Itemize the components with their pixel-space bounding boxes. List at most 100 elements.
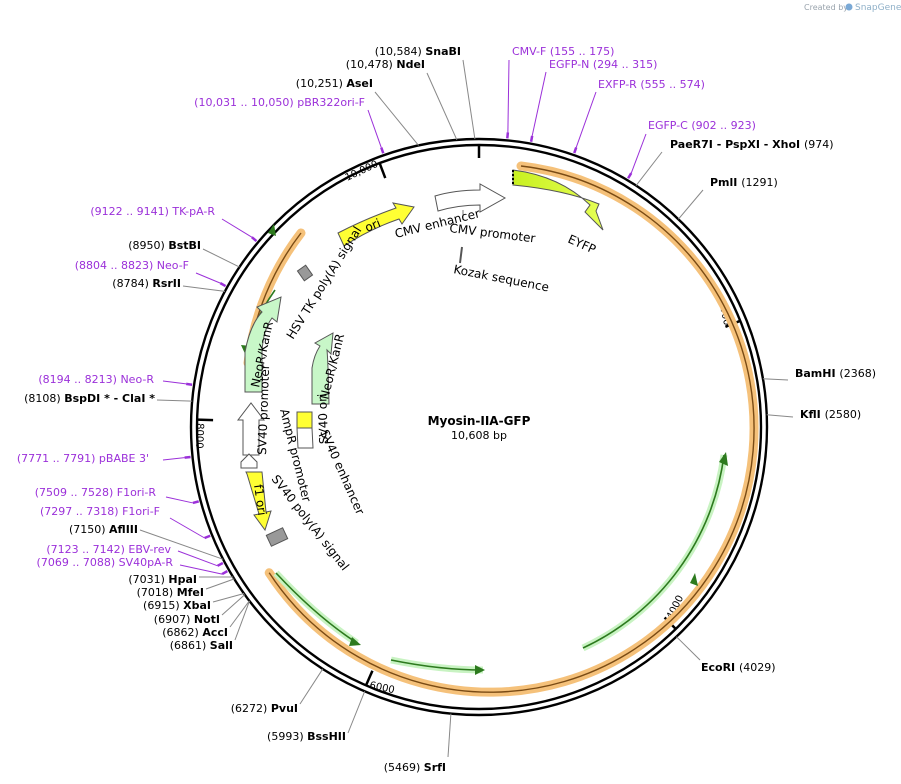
site-label-asei[interactable]: (10,251) AseI bbox=[296, 77, 373, 90]
site-leader-13 bbox=[221, 594, 246, 616]
primer-label-tk-pa-r[interactable]: (9122 .. 9141) TK-pA-R bbox=[90, 205, 215, 218]
primer-label-f1ori-f[interactable]: (7297 .. 7318) F1ori-F bbox=[40, 505, 160, 518]
site-label-noti[interactable]: (6907) NotI bbox=[154, 613, 220, 626]
site-label-pmli[interactable]: PmlI (1291) bbox=[710, 176, 778, 189]
site-label-sali[interactable]: (6861) SalI bbox=[170, 639, 233, 652]
site-label-bamhi[interactable]: BamHI (2368) bbox=[795, 367, 876, 380]
site-label-paer7i[interactable]: PaeR7I - PspXI - XhoI (974) bbox=[670, 138, 834, 151]
primer-range: (902 .. 923) bbox=[691, 119, 756, 132]
primer-mark-4 bbox=[380, 147, 385, 154]
site-name: RsrII bbox=[152, 277, 181, 290]
primer-range: (10,031 .. 10,050) bbox=[194, 96, 297, 109]
primer-label-egfp-n[interactable]: EGFP-N (294 .. 315) bbox=[549, 58, 657, 71]
primer-label-pbabe-3-[interactable]: (7771 .. 7791) pBABE 3' bbox=[17, 452, 149, 465]
primer-range: (555 .. 574) bbox=[640, 78, 705, 91]
neor-kanr-inner-feature[interactable] bbox=[311, 332, 334, 405]
primer-label-neo-r[interactable]: (8194 .. 8213) Neo-R bbox=[38, 373, 154, 386]
primer-label-f1ori-r[interactable]: (7509 .. 7528) F1ori-R bbox=[35, 486, 157, 499]
sv40-polya-feature[interactable] bbox=[265, 527, 289, 547]
site-coord: (6915) bbox=[143, 599, 183, 612]
hsv-tk-polya-feature[interactable] bbox=[296, 264, 314, 282]
insert-arrowhead-3 bbox=[349, 637, 361, 646]
f1-ori-feature[interactable] bbox=[245, 471, 272, 532]
site-name: AccI bbox=[202, 626, 228, 639]
site-name: SnaBI bbox=[425, 45, 461, 58]
site-name: PvuI bbox=[271, 702, 298, 715]
sv40-ori-feature[interactable] bbox=[296, 411, 313, 429]
primer-range: (7509 .. 7528) bbox=[35, 486, 117, 499]
primer-label-exfp-r[interactable]: EXFP-R (555 .. 574) bbox=[598, 78, 705, 91]
site-name: BspDI * - ClaI * bbox=[64, 392, 155, 405]
site-label-snabi[interactable]: (10,584) SnaBI bbox=[375, 45, 461, 58]
primer-label-pbr322ori-f[interactable]: (10,031 .. 10,050) pBR322ori-F bbox=[194, 96, 365, 109]
ori-feature[interactable] bbox=[337, 202, 415, 247]
primer-mark-12 bbox=[221, 570, 228, 576]
primer-name: pBABE 3' bbox=[99, 452, 149, 465]
neor-kanr-outer-feature[interactable] bbox=[244, 296, 282, 393]
cmv-enhancer-feature[interactable] bbox=[434, 183, 507, 213]
primer-name: Neo-F bbox=[157, 259, 189, 272]
site-leader-3 bbox=[635, 151, 663, 186]
credit-brand[interactable]: SnapGene bbox=[855, 3, 901, 13]
primer-label-egfp-c[interactable]: EGFP-C (902 .. 923) bbox=[648, 119, 756, 132]
site-leader-8 bbox=[447, 713, 452, 758]
primer-leader-0 bbox=[507, 59, 510, 133]
primer-range: (7771 .. 7791) bbox=[17, 452, 99, 465]
sv40-enhancer-feature[interactable] bbox=[296, 427, 314, 449]
site-label-hpai[interactable]: (7031) HpaI bbox=[128, 573, 197, 586]
site-name: KflI bbox=[800, 408, 825, 421]
primer-label-cmv-f[interactable]: CMV-F (155 .. 175) bbox=[512, 45, 614, 58]
primer-mark-0 bbox=[506, 132, 510, 139]
feature-label-cmv-promoter: CMV promoter bbox=[449, 221, 537, 245]
primer-name: EXFP-R bbox=[598, 78, 640, 91]
tick-label-8000: 8000 bbox=[193, 423, 205, 449]
site-label-kfli[interactable]: KflI (2580) bbox=[800, 408, 861, 421]
site-coord: (7031) bbox=[128, 573, 168, 586]
site-label-afliii[interactable]: (7150) AflIII bbox=[69, 523, 138, 536]
site-leader-11 bbox=[234, 600, 250, 641]
site-label-xbai[interactable]: (6915) XbaI bbox=[143, 599, 211, 612]
primer-mark-1 bbox=[529, 135, 534, 142]
site-coord: (1291) bbox=[741, 176, 778, 189]
site-leader-12 bbox=[229, 600, 250, 628]
ampr-promoter-feature[interactable] bbox=[240, 453, 258, 469]
tick-mark-6000 bbox=[364, 670, 374, 686]
primer-range: (7297 .. 7318) bbox=[40, 505, 122, 518]
site-label-ecori[interactable]: EcoRI (4029) bbox=[701, 661, 776, 674]
primer-leader-11 bbox=[177, 550, 218, 567]
primer-label-neo-f[interactable]: (8804 .. 8823) Neo-F bbox=[75, 259, 189, 272]
insert-arrowhead-1 bbox=[719, 452, 728, 466]
site-label-rsrii[interactable]: (8784) RsrII bbox=[112, 277, 181, 290]
site-label-ndei[interactable]: (10,478) NdeI bbox=[346, 58, 425, 71]
site-label-pvui[interactable]: (6272) PvuI bbox=[231, 702, 298, 715]
site-coord: (8950) bbox=[128, 239, 168, 252]
site-coord: (2580) bbox=[825, 408, 862, 421]
site-coord: (8784) bbox=[112, 277, 152, 290]
site-label-bspdi[interactable]: (8108) BspDI * - ClaI * bbox=[24, 392, 155, 405]
site-coord: (2368) bbox=[839, 367, 876, 380]
site-leader-10 bbox=[299, 668, 324, 705]
site-coord: (10,584) bbox=[375, 45, 426, 58]
site-leader-18 bbox=[156, 399, 193, 402]
site-label-mfei[interactable]: (7018) MfeI bbox=[137, 586, 204, 599]
primer-range: (7123 .. 7142) bbox=[46, 543, 128, 556]
insert-arrow-2 bbox=[390, 656, 484, 674]
site-coord: (5469) bbox=[384, 761, 424, 774]
site-leader-5 bbox=[762, 378, 789, 381]
eyfp-feature[interactable] bbox=[512, 169, 604, 231]
site-label-acci[interactable]: (6862) AccI bbox=[162, 626, 228, 639]
primer-name: F1ori-R bbox=[117, 486, 157, 499]
primer-label-sv40pa-r[interactable]: (7069 .. 7088) SV40pA-R bbox=[37, 556, 174, 569]
site-label-bsshii[interactable]: (5993) BssHII bbox=[267, 730, 346, 743]
site-label-bstbi[interactable]: (8950) BstBI bbox=[128, 239, 201, 252]
site-leader-20 bbox=[202, 248, 240, 268]
primer-name: EGFP-N bbox=[549, 58, 593, 71]
primer-leader-5 bbox=[221, 218, 253, 238]
sv40-promoter-feature[interactable] bbox=[236, 402, 266, 456]
feature-labels: CMV enhancer CMV promoter Kozak sequence… bbox=[248, 206, 598, 573]
primer-label-ebv-rev[interactable]: (7123 .. 7142) EBV-rev bbox=[46, 543, 171, 556]
insert-arrowhead-2 bbox=[475, 665, 485, 675]
site-coord: (7018) bbox=[137, 586, 177, 599]
site-label-srfi[interactable]: (5469) SrfI bbox=[384, 761, 446, 774]
site-name: AseI bbox=[346, 77, 373, 90]
